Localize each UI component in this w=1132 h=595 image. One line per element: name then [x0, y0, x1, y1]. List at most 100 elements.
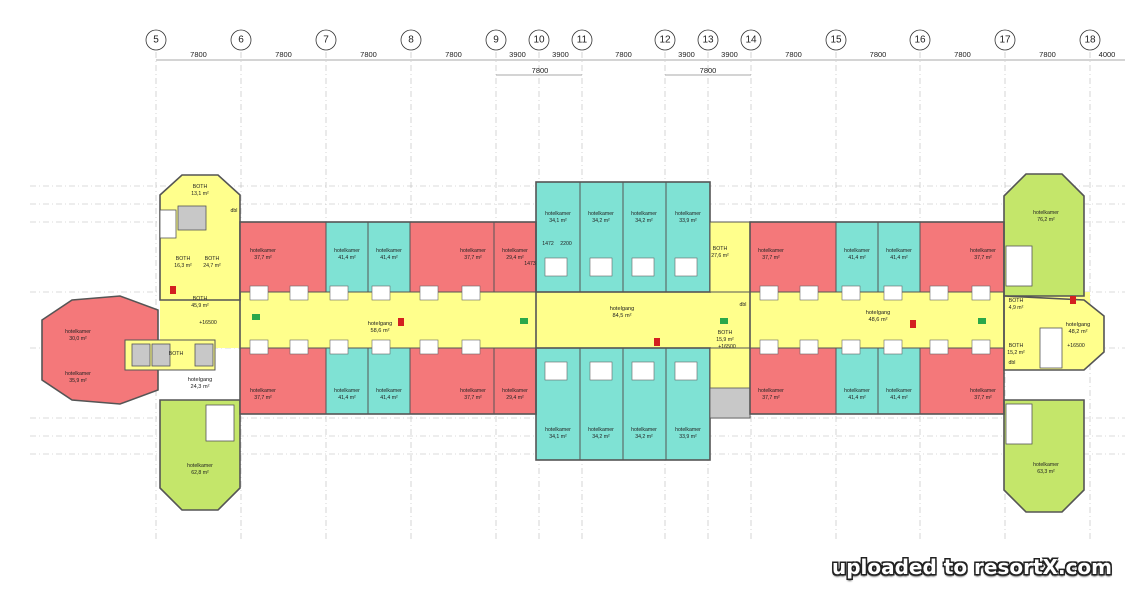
room-label: hotelkamer — [758, 388, 784, 394]
dimension-value: 3900 — [721, 50, 738, 59]
axis-label: 16 — [914, 35, 926, 46]
room-label: hotelkamer — [376, 388, 402, 394]
dbl-label: dbl — [1009, 360, 1016, 366]
corridor-labels: hotelgang 58,6 m² hotelgang 84,5 m² hote… — [188, 306, 1091, 390]
room-area: 37,7 m² — [974, 255, 992, 261]
room-labels: BOTH 13,1 m² BOTH 16,3 m² BOTH 24,7 m² B… — [65, 184, 1059, 476]
dimension-value: 7800 — [785, 50, 802, 59]
corridor-label: hotelgang — [866, 310, 891, 316]
room-area: 41,4 m² — [338, 255, 356, 261]
axis-label: 9 — [493, 35, 499, 46]
dbl-label: dbl — [740, 302, 747, 308]
room-area: 37,7 m² — [464, 255, 482, 261]
room-label: hotelkamer — [758, 248, 784, 254]
room-label: hotelkamer — [65, 329, 91, 335]
level-label: +16500 — [718, 344, 736, 350]
second-dimension-row: 7800 7800 — [496, 66, 751, 76]
room-hk-n-1-bg — [239, 221, 327, 293]
room-label: hotelkamer — [460, 248, 486, 254]
dim-label: 2200 — [560, 241, 572, 247]
room-label: BOTH — [176, 256, 191, 262]
fire-extinguisher-icon — [398, 318, 404, 326]
room-label: hotelkamer — [334, 388, 360, 394]
dim-second-2: 7800 — [700, 66, 717, 75]
room-label: hotelkamer — [376, 248, 402, 254]
room-label: BOTH — [1009, 298, 1024, 304]
room-label: hotelkamer — [844, 248, 870, 254]
room-area: 37,7 m² — [254, 395, 272, 401]
room-label: BOTH — [1009, 343, 1024, 349]
room-hk-e-n-2-bg — [835, 221, 879, 293]
room-label: hotelkamer — [886, 388, 912, 394]
room-hk-s-5-bg — [493, 347, 537, 415]
room-area: 13,1 m² — [191, 191, 209, 197]
room-hk-e-s-2-bg — [835, 347, 879, 415]
room-label: BOTH — [713, 246, 728, 252]
room-area: 41,4 m² — [890, 255, 908, 261]
room-hk-e-s-4-bg — [919, 347, 1005, 415]
center-core-north — [709, 221, 751, 293]
room-area: 4,9 m² — [1009, 305, 1024, 311]
room-area: 41,4 m² — [380, 255, 398, 261]
dimension-value: 3900 — [552, 50, 569, 59]
room-label: hotelkamer — [675, 211, 701, 217]
dim-second-1: 7800 — [532, 66, 549, 75]
room-label: hotelkamer — [250, 388, 276, 394]
dimension-value: 7800 — [190, 50, 207, 59]
axis-bubble — [315, 29, 337, 51]
room-area: 37,7 m² — [464, 395, 482, 401]
west-wing-wall — [239, 221, 537, 415]
axis-bubble — [571, 29, 593, 51]
axis-bubble — [654, 29, 676, 51]
dimension-value: 7800 — [1039, 50, 1056, 59]
room-label: hotelkamer — [65, 371, 91, 377]
fire-extinguisher-icon — [170, 286, 176, 294]
corridor-area: 84,5 m² — [613, 313, 632, 319]
axis-bubble — [697, 29, 719, 51]
se-bath — [1005, 403, 1033, 445]
axis-bubble — [145, 29, 167, 51]
fire-extinguisher-icon — [1070, 296, 1076, 304]
corridor-label: hotelgang — [368, 321, 393, 327]
room-area: 41,4 m² — [848, 255, 866, 261]
level-label: +16500 — [1067, 343, 1085, 349]
ne-bath — [1005, 245, 1033, 287]
safety-symbols — [170, 286, 1076, 346]
room-area: 15,9 m² — [716, 337, 734, 343]
room-area: 33,9 m² — [679, 434, 697, 440]
room-label: hotelkamer — [886, 248, 912, 254]
dimension-value: 7800 — [615, 50, 632, 59]
axis-bubble — [400, 29, 422, 51]
dimension-value: 3900 — [509, 50, 526, 59]
exit-sign-icon — [720, 318, 728, 324]
room-hk-e-s-3-bg — [877, 347, 921, 415]
room-area: 76,2 m² — [1037, 217, 1055, 223]
core-both-label: BOTH — [169, 351, 184, 357]
dim-label: 1472 — [542, 241, 554, 247]
room-label: hotelkamer — [675, 427, 701, 433]
room-label: hotelkamer — [545, 427, 571, 433]
room-area: 34,2 m² — [635, 218, 653, 224]
room-area: 29,4 m² — [506, 255, 524, 261]
room-hk-e-s-1-bg — [749, 347, 837, 415]
room-area: 45,9 m² — [191, 303, 209, 309]
axis-label: 6 — [238, 35, 244, 46]
dimension-value: 7800 — [870, 50, 887, 59]
room-area: 37,7 m² — [974, 395, 992, 401]
room-area: 34,2 m² — [635, 434, 653, 440]
room-label: hotelkamer — [588, 427, 614, 433]
room-label: hotelkamer — [631, 211, 657, 217]
room-label: hotelkamer — [250, 248, 276, 254]
axis-label: 5 — [153, 35, 159, 46]
room-label: BOTH — [193, 184, 208, 190]
axis-label: 15 — [830, 35, 842, 46]
axis-bubble — [1079, 29, 1101, 51]
corridor-label: hotelgang — [1066, 322, 1091, 328]
corridor-label: hotelgang — [610, 306, 635, 312]
room-label: hotelkamer — [1033, 210, 1059, 216]
room-label: hotelkamer — [460, 388, 486, 394]
corridor-area: 58,6 m² — [371, 328, 390, 334]
